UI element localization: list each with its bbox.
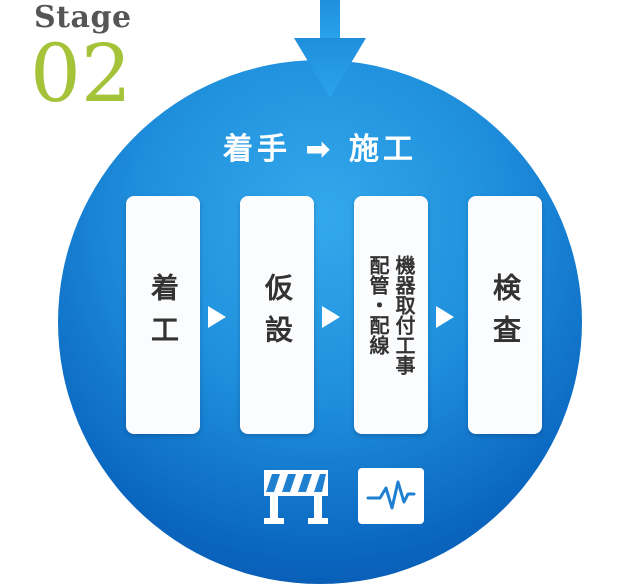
barrier-icon	[264, 470, 328, 524]
step-label-1: 着工	[147, 273, 180, 357]
stage-number: 02	[30, 27, 132, 120]
step-arrow-2	[322, 306, 340, 328]
step-arrow-3	[436, 306, 454, 328]
step-card-4: 検査	[468, 196, 542, 434]
step-card-2: 仮設	[240, 196, 314, 434]
step-label-4: 検査	[489, 273, 522, 357]
step-arrow-1	[208, 306, 226, 328]
step-card-1: 着工	[126, 196, 200, 434]
step-card-3: 機器取付工事 配管・配線	[354, 196, 428, 434]
step-label-3: 機器取付工事 配管・配線	[366, 255, 416, 375]
stage-title: 着手 ➡ 施工	[222, 132, 418, 167]
down-arrow-icon	[294, 0, 366, 98]
pulse-monitor-icon	[358, 468, 424, 524]
stage-label: Stage	[34, 0, 132, 35]
step-label-2: 仮設	[261, 273, 294, 357]
